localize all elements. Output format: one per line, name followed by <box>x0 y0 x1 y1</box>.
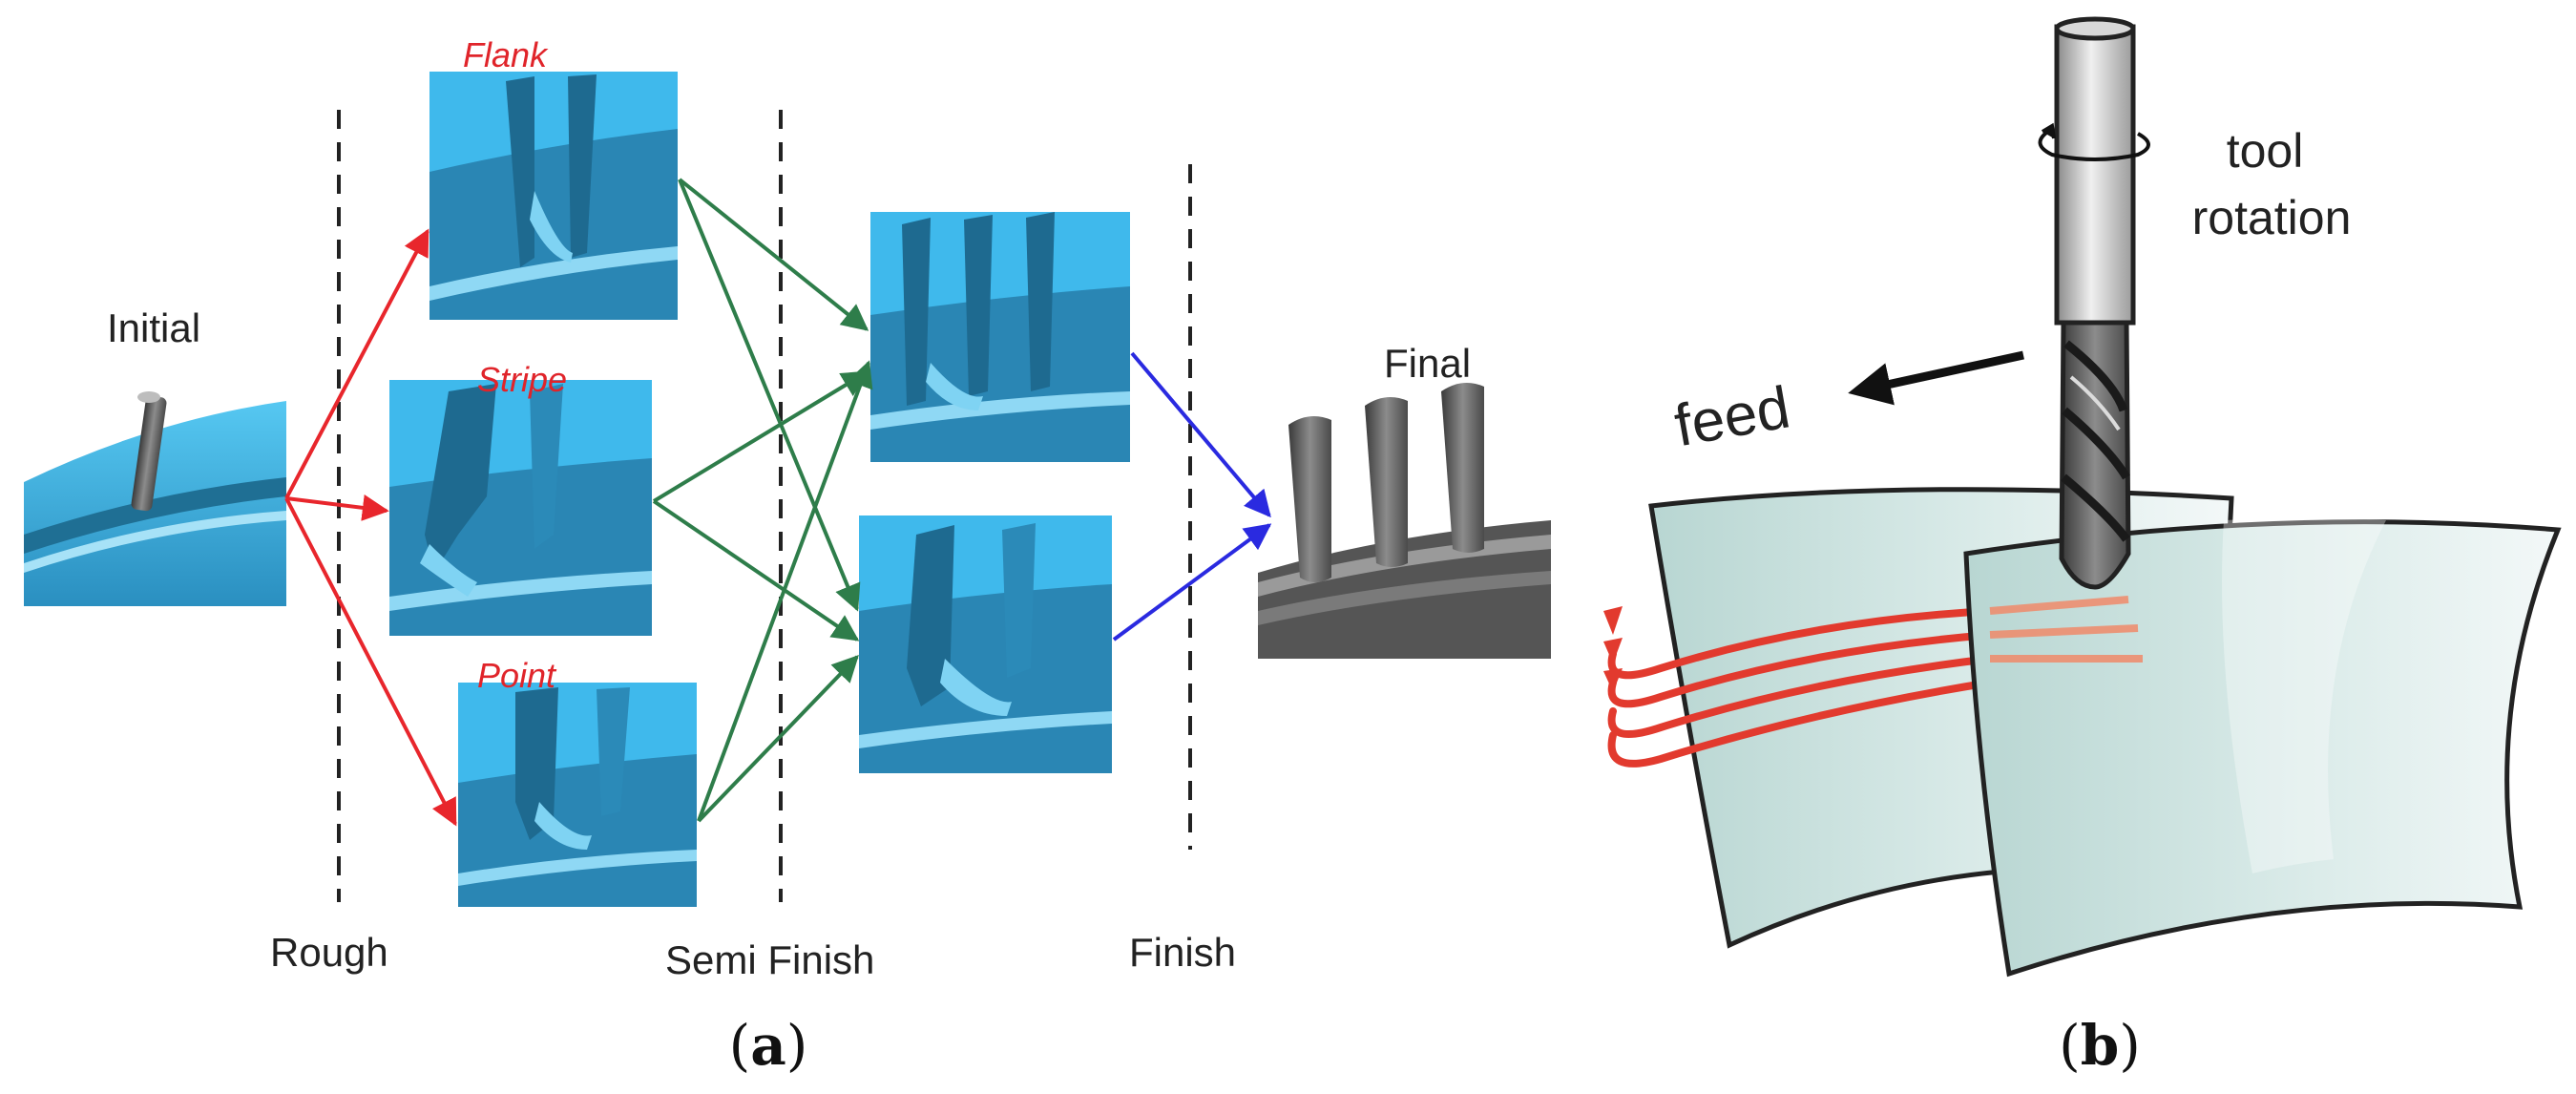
strategy-label-stripe: Stripe <box>477 360 567 399</box>
initial-label: Initial <box>107 305 200 350</box>
point-result-image <box>458 683 697 907</box>
rough-arrow-stripe <box>285 494 389 521</box>
semi-arrow-flank-1 <box>678 178 869 331</box>
rough-arrow-point <box>284 497 457 827</box>
final-label: Final <box>1384 341 1471 386</box>
semi-arrow-point-1 <box>697 360 873 822</box>
semi-finish-result-1 <box>870 212 1130 462</box>
final-blisk-image <box>1258 383 1551 659</box>
finish-arrow-2 <box>1112 523 1272 642</box>
strategy-label-flank: Flank <box>463 35 549 74</box>
stage-label-rough: Rough <box>270 930 388 975</box>
panel-a: Initial Flank Stripe <box>24 35 1551 1078</box>
semi-finish-result-2 <box>859 515 1112 773</box>
panel-b: tool rotation feed (b) <box>1603 16 2562 1078</box>
feed-label: feed <box>1670 374 1795 459</box>
toolpath-front <box>1989 596 2143 663</box>
tool-rotation-label: tool rotation <box>2192 124 2352 244</box>
feed-arrow <box>1848 350 2024 406</box>
caption-b: (b) <box>2059 1013 2141 1078</box>
rough-arrow-flank <box>284 228 429 499</box>
semi-arrow-stripe-1 <box>652 370 869 503</box>
initial-workpiece <box>24 391 286 606</box>
finish-arrow-1 <box>1130 351 1271 518</box>
blade-front <box>1963 519 2562 978</box>
semi-arrow-flank-2 <box>678 179 861 612</box>
flank-result-image <box>429 72 678 320</box>
end-mill-tool <box>2054 16 2136 590</box>
semi-arrow-stripe-2 <box>652 499 860 642</box>
toolpath-arrowheads <box>1603 606 1623 692</box>
stage-label-finish: Finish <box>1129 930 1236 975</box>
stripe-result-image <box>389 380 652 636</box>
caption-a: (a) <box>729 1013 808 1078</box>
tool-rotation-arrow <box>2038 122 2150 161</box>
stage-label-semi-finish: Semi Finish <box>665 937 874 982</box>
semi-arrow-point-2 <box>697 654 859 823</box>
strategy-label-point: Point <box>477 656 557 695</box>
